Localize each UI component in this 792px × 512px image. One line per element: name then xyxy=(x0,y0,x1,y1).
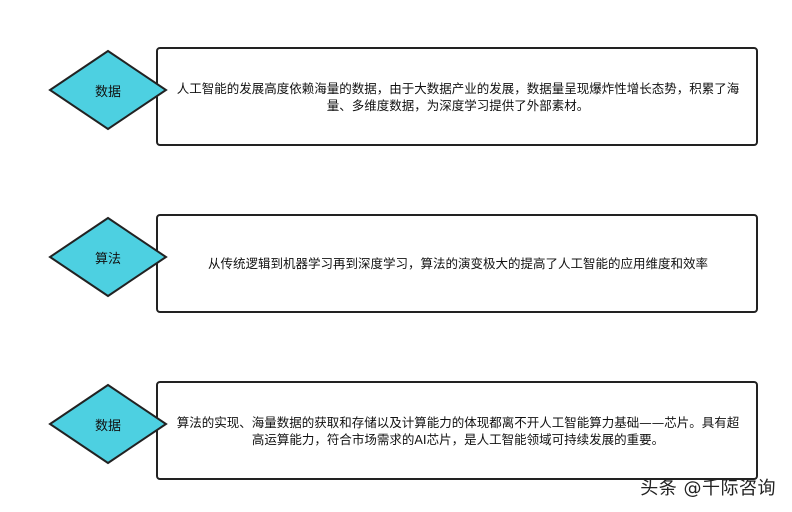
diamond-shape xyxy=(48,216,168,298)
description-box-2: 从传统逻辑到机器学习再到深度学习，算法的演变极大的提高了人工智能的应用维度和效率 xyxy=(156,214,758,313)
decision-diamond-1: 数据 xyxy=(48,49,168,131)
diamond-shape xyxy=(48,383,168,465)
decision-diamond-3: 数据 xyxy=(48,383,168,465)
description-box-1: 人工智能的发展高度依赖海量的数据，由于大数据产业的发展，数据量呈现爆炸性增长态势… xyxy=(156,47,758,146)
description-text-3: 算法的实现、海量数据的获取和存储以及计算能力的体现都离不开人工智能算力基础——芯… xyxy=(176,414,740,447)
decision-diamond-2: 算法 xyxy=(48,216,168,298)
description-text-1: 人工智能的发展高度依赖海量的数据，由于大数据产业的发展，数据量呈现爆炸性增长态势… xyxy=(176,80,740,113)
diamond-shape xyxy=(48,49,168,131)
diamond-label-3: 数据 xyxy=(94,418,121,434)
diamond-label-1: 数据 xyxy=(94,84,121,100)
description-text-2: 从传统逻辑到机器学习再到深度学习，算法的演变极大的提高了人工智能的应用维度和效率 xyxy=(207,256,708,271)
source-watermark: 头条 @千际咨询 xyxy=(640,478,776,499)
description-box-3: 算法的实现、海量数据的获取和存储以及计算能力的体现都离不开人工智能算力基础——芯… xyxy=(156,381,758,480)
diamond-label-2: 算法 xyxy=(94,251,121,267)
